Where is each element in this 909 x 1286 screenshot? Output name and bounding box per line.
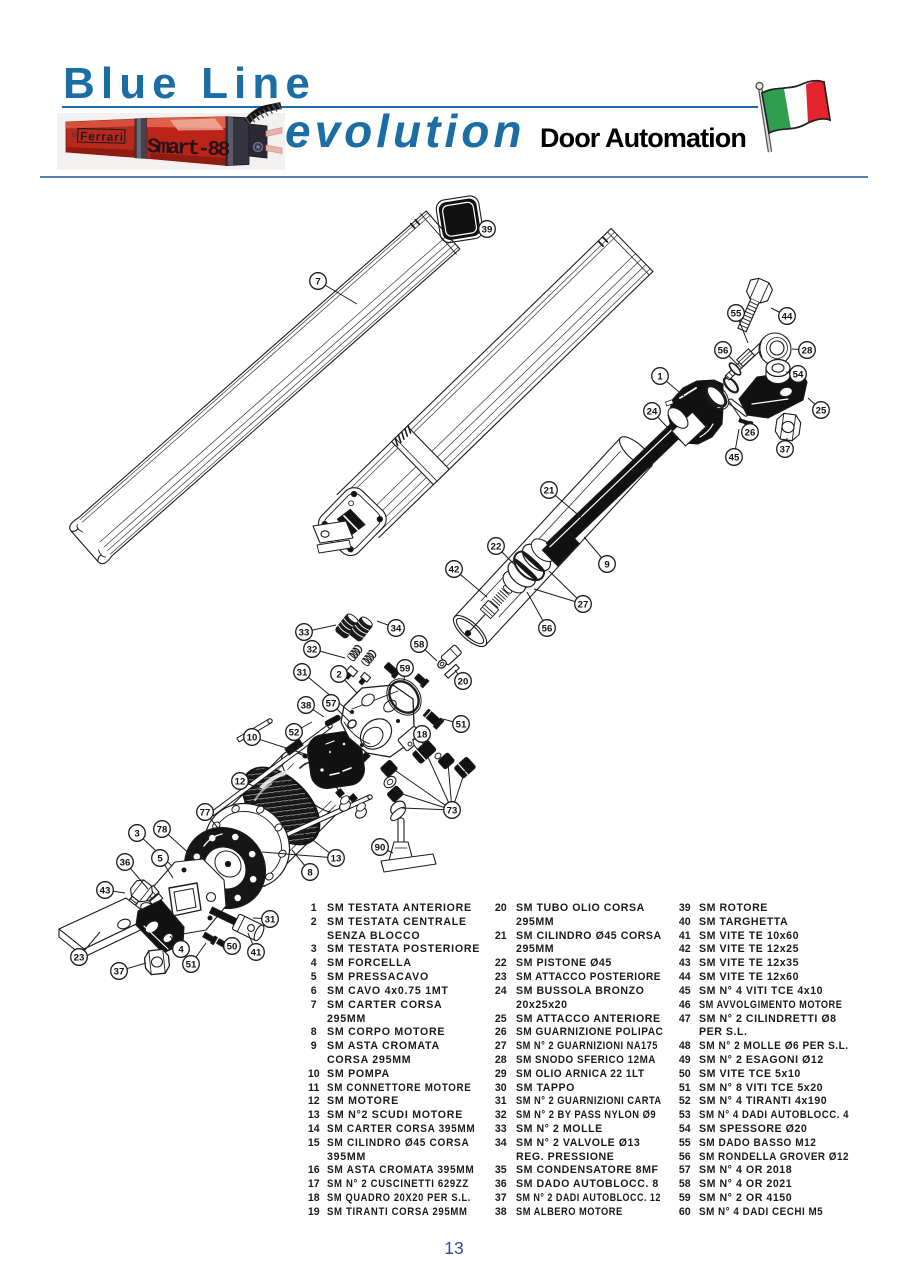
svg-text:26: 26 bbox=[745, 427, 756, 438]
svg-text:38: 38 bbox=[301, 700, 312, 711]
svg-text:7: 7 bbox=[315, 276, 320, 287]
svg-text:1: 1 bbox=[657, 371, 663, 382]
svg-text:37: 37 bbox=[780, 444, 791, 455]
svg-text:33: 33 bbox=[299, 627, 310, 638]
svg-text:90: 90 bbox=[375, 842, 386, 853]
svg-text:12: 12 bbox=[235, 776, 246, 787]
svg-text:51: 51 bbox=[456, 719, 467, 730]
svg-text:44: 44 bbox=[782, 311, 793, 322]
svg-text:56: 56 bbox=[542, 623, 553, 634]
svg-text:2: 2 bbox=[336, 669, 341, 680]
svg-text:58: 58 bbox=[414, 639, 425, 650]
svg-text:27: 27 bbox=[578, 599, 589, 610]
svg-text:22: 22 bbox=[491, 541, 502, 552]
svg-text:59: 59 bbox=[400, 663, 411, 674]
svg-text:Smart-88: Smart-88 bbox=[147, 136, 231, 163]
svg-text:54: 54 bbox=[793, 369, 804, 380]
svg-text:39: 39 bbox=[482, 224, 493, 235]
svg-text:5: 5 bbox=[157, 853, 163, 864]
svg-text:45: 45 bbox=[729, 452, 740, 463]
svg-text:24: 24 bbox=[647, 406, 658, 417]
svg-text:by: by bbox=[72, 132, 80, 139]
svg-text:57: 57 bbox=[326, 698, 337, 709]
svg-text:23: 23 bbox=[74, 952, 85, 963]
svg-text:21: 21 bbox=[544, 485, 555, 496]
svg-text:43: 43 bbox=[100, 885, 111, 896]
svg-text:20: 20 bbox=[458, 676, 469, 687]
svg-text:51: 51 bbox=[186, 959, 197, 970]
svg-text:8: 8 bbox=[307, 867, 313, 878]
svg-text:73: 73 bbox=[447, 805, 458, 816]
svg-text:32: 32 bbox=[307, 644, 318, 655]
svg-text:9: 9 bbox=[604, 559, 609, 570]
svg-text:Ferrari: Ferrari bbox=[80, 129, 123, 144]
svg-text:31: 31 bbox=[265, 914, 276, 925]
svg-text:18: 18 bbox=[417, 729, 428, 740]
svg-text:4: 4 bbox=[178, 944, 184, 955]
svg-text:41: 41 bbox=[251, 947, 262, 958]
svg-text:31: 31 bbox=[297, 667, 308, 678]
svg-text:3: 3 bbox=[134, 828, 139, 839]
svg-text:25: 25 bbox=[816, 405, 827, 416]
svg-text:37: 37 bbox=[114, 966, 125, 977]
svg-text:36: 36 bbox=[120, 857, 131, 868]
svg-text:77: 77 bbox=[200, 807, 211, 818]
svg-text:28: 28 bbox=[802, 345, 813, 356]
svg-text:55: 55 bbox=[731, 308, 742, 319]
svg-text:78: 78 bbox=[157, 824, 168, 835]
svg-text:34: 34 bbox=[391, 623, 402, 634]
svg-text:10: 10 bbox=[247, 732, 258, 743]
svg-text:42: 42 bbox=[449, 564, 460, 575]
svg-text:13: 13 bbox=[331, 853, 342, 864]
svg-text:52: 52 bbox=[289, 727, 300, 738]
svg-text:50: 50 bbox=[227, 941, 238, 952]
svg-text:56: 56 bbox=[718, 345, 729, 356]
